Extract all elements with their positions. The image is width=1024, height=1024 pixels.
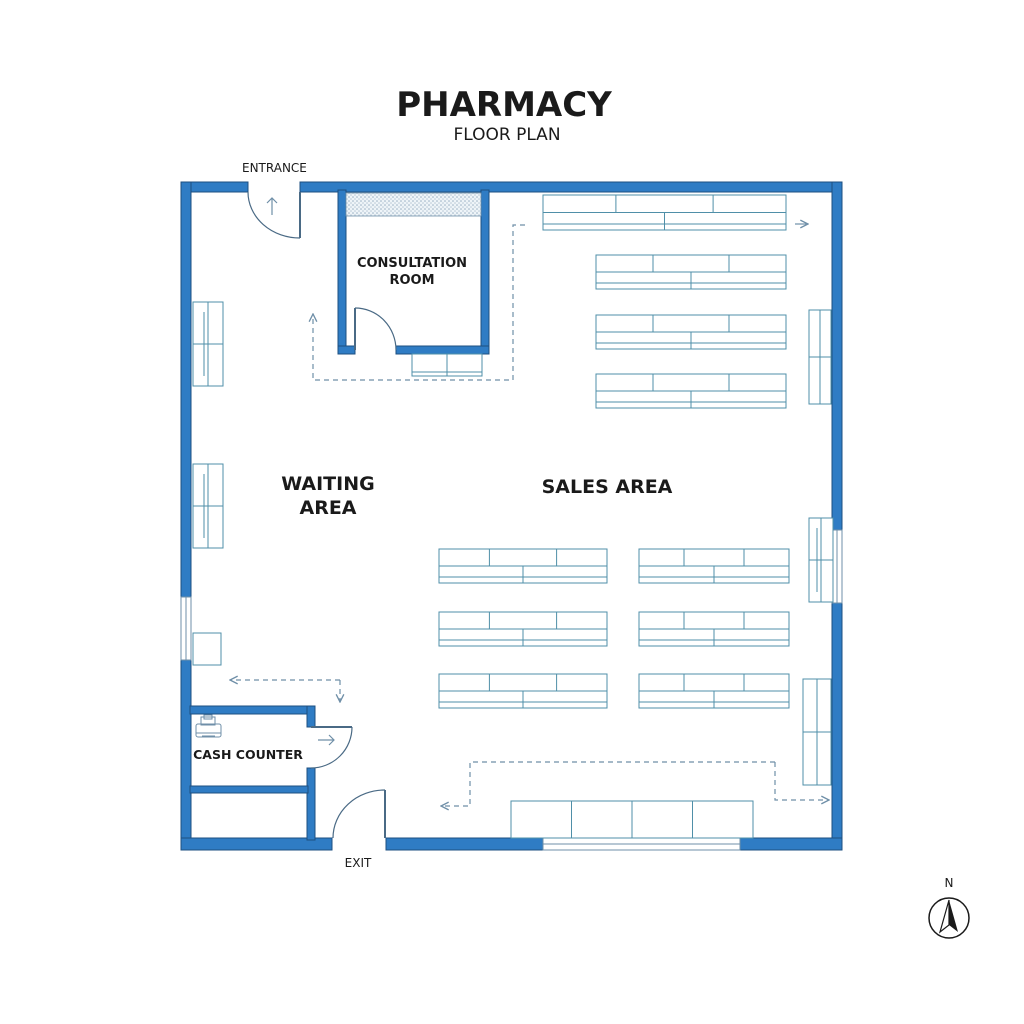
sales-area-label: SALES AREA xyxy=(542,476,673,498)
compass-north-label: N xyxy=(945,876,954,890)
exit-label: EXIT xyxy=(345,856,372,870)
cash-register-icon xyxy=(195,714,222,738)
path-to-exit xyxy=(441,761,775,806)
shelf-unit xyxy=(542,194,787,231)
shelf-unit xyxy=(438,673,608,709)
shelf-unit xyxy=(411,353,483,377)
page-subtitle: FLOOR PLAN xyxy=(453,125,560,145)
cash-counter-door[interactable] xyxy=(310,726,353,769)
windows xyxy=(180,529,843,851)
compass-icon: N xyxy=(928,876,970,939)
entrance-door[interactable] xyxy=(247,191,301,239)
shelf-unit xyxy=(438,611,608,647)
wall-shelf xyxy=(192,463,224,549)
customer-paths xyxy=(230,224,829,806)
page-title: PHARMACY xyxy=(396,85,612,125)
consultation-door[interactable] xyxy=(354,307,397,351)
shelf-unit xyxy=(595,314,787,350)
shelf-unit xyxy=(510,800,754,839)
path-to-consultation xyxy=(313,224,525,381)
cash-counter-label: CASH COUNTER xyxy=(193,747,303,762)
consultation-counter xyxy=(345,192,482,217)
shelf-unit xyxy=(638,548,790,584)
wall-shelf xyxy=(808,517,834,603)
entrance-label: ENTRANCE xyxy=(242,161,307,175)
consultation-room-label-2: ROOM xyxy=(389,273,434,288)
shelves xyxy=(192,194,834,839)
wall-shelf xyxy=(192,632,222,666)
shelf-unit xyxy=(595,373,787,409)
wall-shelf xyxy=(192,301,224,387)
wall-shelf xyxy=(802,678,832,786)
wall-shelf xyxy=(808,309,832,405)
shelf-unit xyxy=(438,548,608,584)
path-right xyxy=(774,762,829,800)
exit-door[interactable] xyxy=(332,789,386,839)
shelf-unit xyxy=(638,673,790,709)
waiting-area-label-1: WAITING xyxy=(281,473,374,495)
shelf-unit xyxy=(595,254,787,290)
consultation-room-label-1: CONSULTATION xyxy=(357,256,467,271)
waiting-area-label-2: AREA xyxy=(299,497,356,519)
walls xyxy=(180,181,843,851)
shelf-unit xyxy=(638,611,790,647)
